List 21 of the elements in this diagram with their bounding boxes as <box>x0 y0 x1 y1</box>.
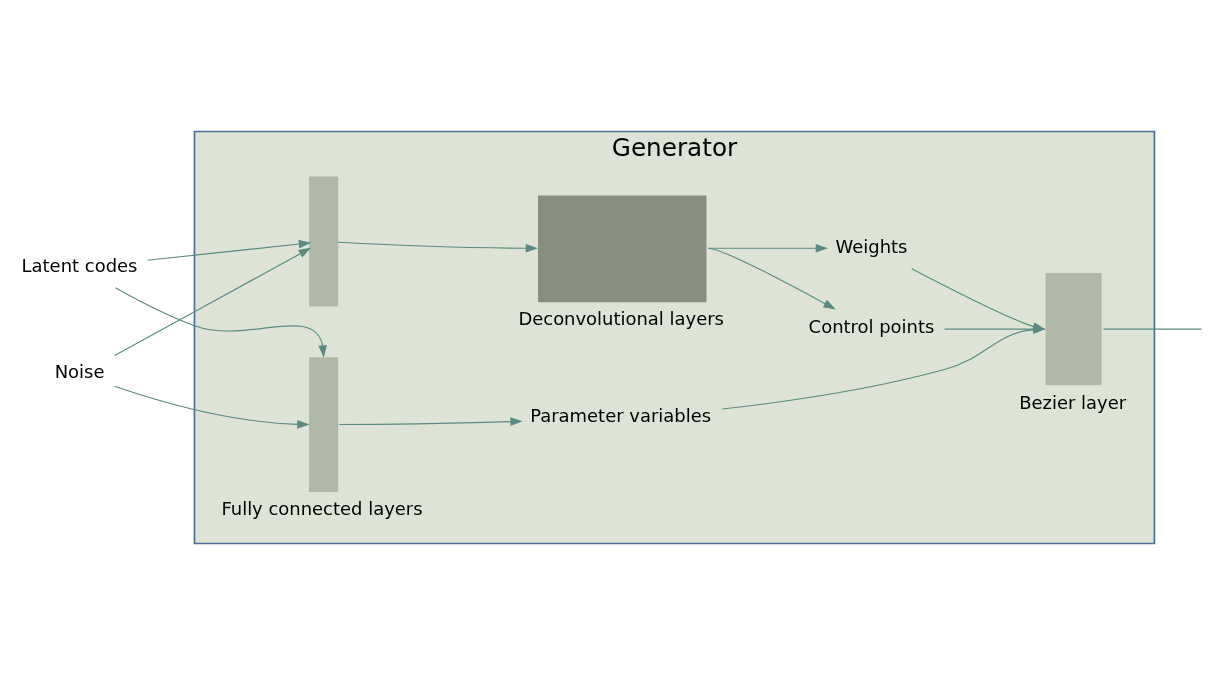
node-box <box>538 194 707 302</box>
arrow <box>337 241 539 253</box>
node-text: Weights <box>835 235 908 257</box>
node-label: Deconvolutional layers <box>518 307 724 329</box>
arrow <box>707 243 829 253</box>
node-box <box>309 356 339 492</box>
node-text: Noise <box>54 360 105 382</box>
connector <box>1102 328 1202 330</box>
arrow <box>707 247 836 309</box>
node-text: Control points <box>808 315 935 337</box>
node-label: Bezier layer <box>1019 391 1127 413</box>
arrow <box>146 239 312 261</box>
arrow <box>113 385 310 429</box>
node-box <box>1045 272 1102 385</box>
arrow <box>114 247 311 356</box>
arrow <box>114 286 327 358</box>
node-bar <box>309 175 339 307</box>
arrow <box>338 416 523 426</box>
node-text: Parameter variables <box>530 404 712 426</box>
node-text: Latent codes <box>21 254 138 276</box>
node-label: Fully connected layers <box>221 497 423 519</box>
